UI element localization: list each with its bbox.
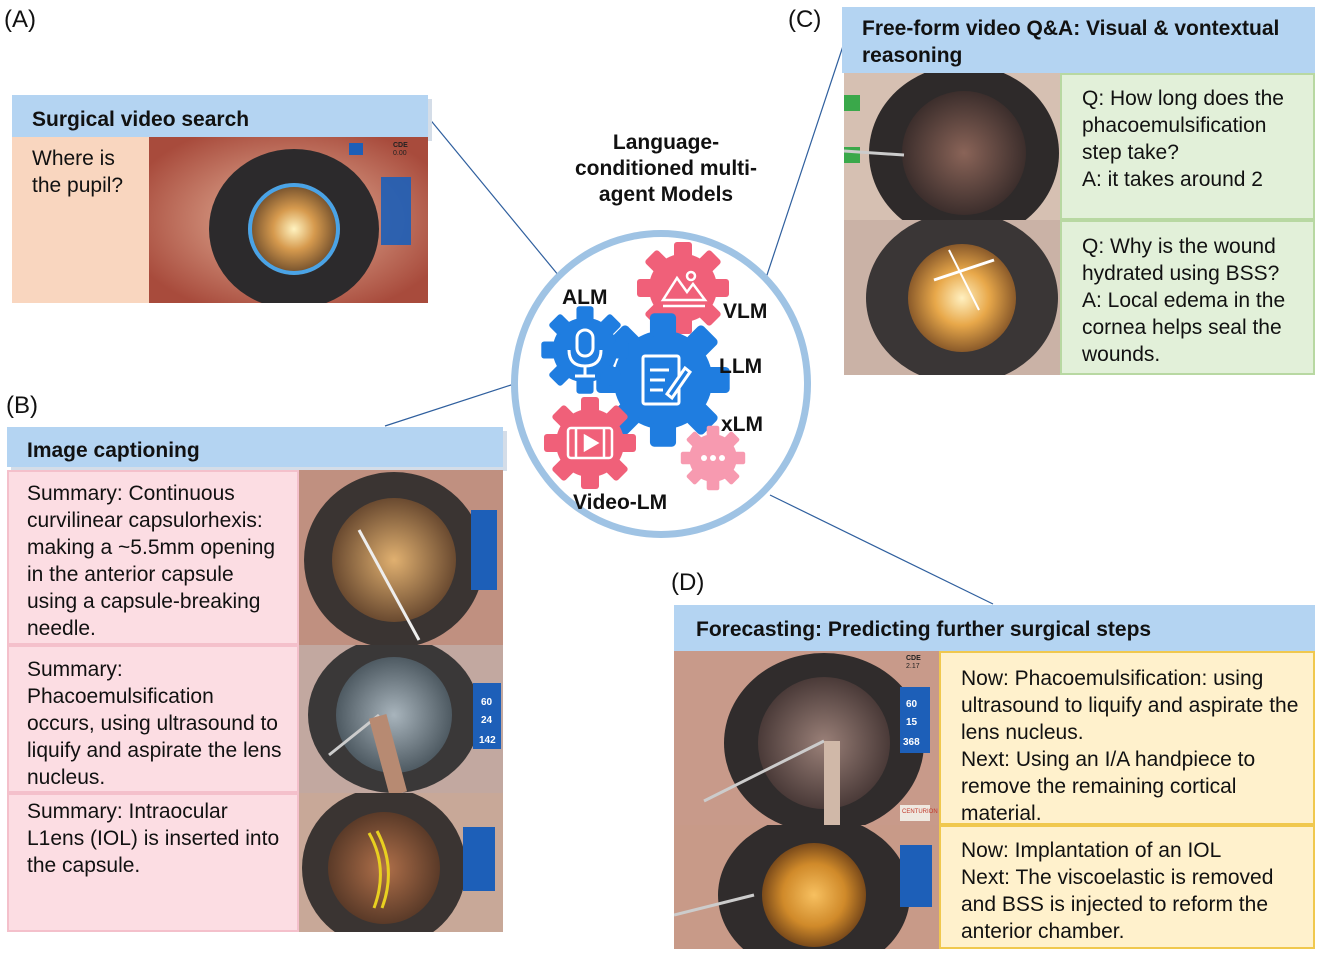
alm-label: ALM — [562, 286, 608, 309]
panel-c-question-2: Q: Why is the wound hydrated using BSS? — [1082, 235, 1280, 285]
alm-gear-icon — [541, 306, 629, 394]
panel-a-query: Where is the pupil? — [12, 137, 149, 303]
panel-b-eye-image-1 — [299, 470, 503, 645]
hud-cde-label-d: CDE — [906, 655, 921, 662]
hud-brand: CENTURION — [902, 809, 938, 815]
panel-d-eye-image-1: CDE 2.17 60 15 368 CENTURION — [674, 651, 939, 825]
panel-d-eye-image-2 — [674, 825, 939, 949]
hud-iop-value-d: 60 — [906, 699, 918, 710]
panel-b-caption-3: Summary: Intraocular L1ens (IOL) is inse… — [7, 793, 299, 932]
panel-c-answer-2: A: Local edema in the cornea helps seal … — [1082, 289, 1286, 366]
panel-b-header: Image captioning — [7, 427, 503, 467]
panel-c-header: Free-form video Q&A: Visual & vontextual… — [842, 7, 1315, 73]
panel-b-eye-image-2: 60 24 142 — [299, 645, 503, 793]
agent-gears-graphic — [541, 242, 746, 491]
hud-vac-value: 142 — [479, 735, 496, 746]
hud-asp-value: 24 — [481, 715, 493, 726]
panel-a-eye-image: CDE 0.00 — [149, 137, 428, 303]
panel-c-eye-image-2 — [844, 220, 1060, 375]
panel-c-qa-2: Q: Why is the wound hydrated using BSS? … — [1060, 220, 1315, 375]
video-lm-label: Video-LM — [573, 491, 668, 514]
hud-vac-value-d: 368 — [903, 737, 920, 748]
hud-iop-value: 60 — [481, 697, 493, 708]
panel-b-eye-image-3 — [299, 793, 503, 932]
panel-d-now-1: Now: Phacoemulsification: using ultrasou… — [961, 667, 1299, 744]
llm-label: LLM — [719, 355, 763, 378]
hud-cde-value-d: 2.17 — [906, 663, 920, 670]
panel-d-next-2: Next: The viscoelastic is removed and BS… — [961, 866, 1274, 943]
hud-asp-value-d: 15 — [906, 717, 918, 728]
panel-d-letter: (D) — [671, 569, 705, 596]
panel-a-header: Surgical video search — [12, 95, 428, 137]
hud-cde-value: 0.00 — [393, 150, 407, 157]
panel-a-letter: (A) — [4, 6, 36, 33]
hud-cde-label: CDE — [393, 142, 408, 149]
panel-c-eye-image-1 — [844, 73, 1060, 220]
vlm-label: VLM — [723, 300, 768, 323]
panel-b-letter: (B) — [6, 392, 38, 419]
panel-c-qa-1: Q: How long does the phacoemulsification… — [1060, 73, 1315, 220]
panel-d-next-1: Next: Using an I/A handpiece to remove t… — [961, 748, 1256, 825]
center-title: Language- conditioned multi- agent Model… — [575, 131, 757, 206]
panel-b-caption-2: Summary: Phacoemulsification occurs, usi… — [7, 645, 299, 793]
panel-c-letter: (C) — [788, 6, 822, 33]
xlm-label: xLM — [721, 413, 763, 436]
panel-b-caption-1: Summary: Continuous curvilinear capsulor… — [7, 470, 299, 645]
panel-d-now-2: Now: Implantation of an IOL — [961, 839, 1222, 862]
panel-d-forecast-2: Now: Implantation of an IOL Next: The vi… — [939, 825, 1315, 949]
panel-c-answer-1: A: it takes around 2 — [1082, 168, 1263, 191]
panel-d-forecast-1: Now: Phacoemulsification: using ultrasou… — [939, 651, 1315, 825]
panel-c-question-1: Q: How long does the phacoemulsification… — [1082, 87, 1284, 164]
panel-d-header: Forecasting: Predicting further surgical… — [674, 605, 1315, 651]
